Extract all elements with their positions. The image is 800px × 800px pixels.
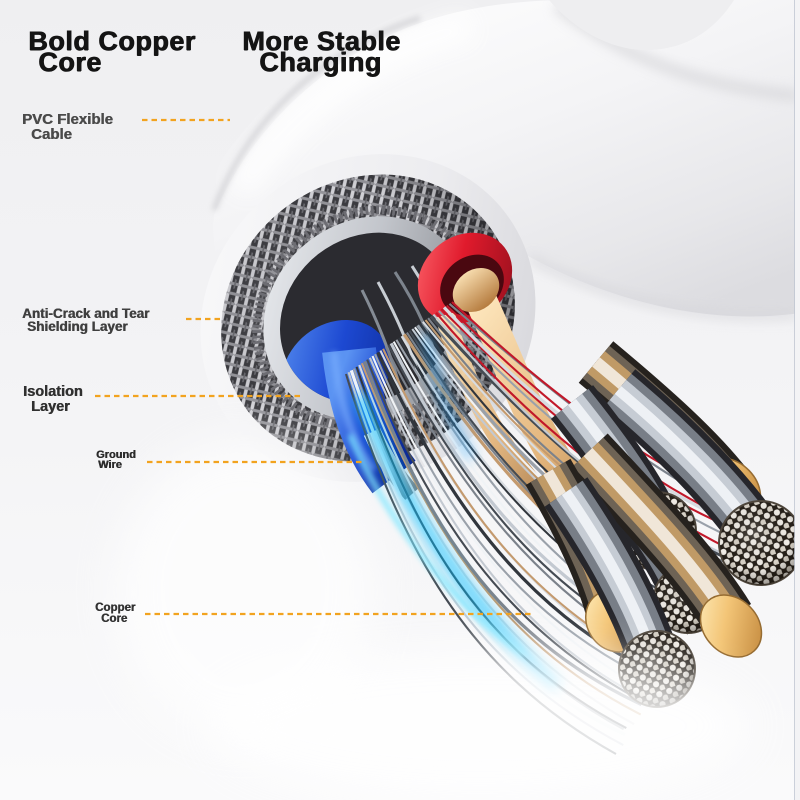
headline-line2: Core xyxy=(38,47,102,77)
cable-bend-notch xyxy=(549,0,734,50)
callout-line2: Layer xyxy=(31,398,70,415)
headline-bold-copper-core: Bold Copper Core xyxy=(28,28,196,77)
callout-ground-wire: Ground Wire xyxy=(96,449,136,471)
callout-line1: PVC Flexible xyxy=(22,111,113,128)
pvc-cable-sheath xyxy=(211,0,800,320)
callout-line2: Wire xyxy=(98,458,122,471)
callout-line1: Isolation xyxy=(23,384,83,400)
callout-line1: Anti-Crack and Tear xyxy=(22,306,150,321)
gold-strand-tip xyxy=(699,594,763,658)
callout-copper-core: Copper Core xyxy=(95,602,136,625)
callout-shielding-layer: Anti-Crack and Tear Shielding Layer xyxy=(22,306,150,334)
leader-lines xyxy=(95,118,531,616)
callout-isolation-layer: Isolation Layer xyxy=(23,385,83,414)
callout-line2: Cable xyxy=(31,126,72,143)
headline-more-stable-charging: More Stable Charging xyxy=(242,28,401,77)
callout-line2: Shielding Layer xyxy=(27,318,128,334)
wire-bundles xyxy=(525,341,800,708)
headline-line2: Charging xyxy=(259,47,382,77)
bundle-braided-1 xyxy=(600,369,800,586)
callout-pvc-flexible-cable: PVC Flexible Cable xyxy=(22,112,113,142)
photo-edge xyxy=(794,0,800,800)
callout-line2: Core xyxy=(101,613,128,625)
headline-line1: Bold Copper xyxy=(28,26,196,56)
headline-line1: More Stable xyxy=(242,26,401,56)
callout-line1: Ground xyxy=(96,449,136,461)
bundle-gold-2 xyxy=(568,433,763,658)
light-haze xyxy=(115,440,750,800)
callout-line1: Copper xyxy=(95,602,136,614)
